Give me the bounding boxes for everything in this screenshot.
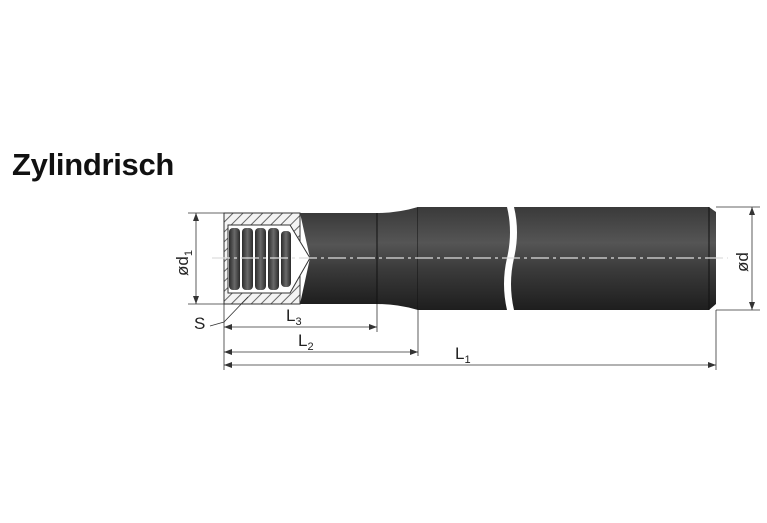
dimension-l2: [224, 310, 419, 356]
label-l3: L3: [286, 306, 302, 328]
dimension-d: [716, 206, 760, 311]
dimension-l3: [223, 304, 378, 370]
label-s: S: [194, 314, 205, 333]
dimension-l1: [224, 310, 717, 370]
thread-bore: [227, 224, 311, 294]
label-d1: ød1: [173, 250, 195, 276]
dimension-d1: [188, 212, 224, 305]
thread-ridges: [229, 228, 291, 290]
page-title: Zylindrisch: [12, 147, 175, 182]
label-l2: L2: [298, 331, 314, 353]
label-d: ød: [733, 252, 752, 272]
label-l1: L1: [455, 344, 471, 366]
